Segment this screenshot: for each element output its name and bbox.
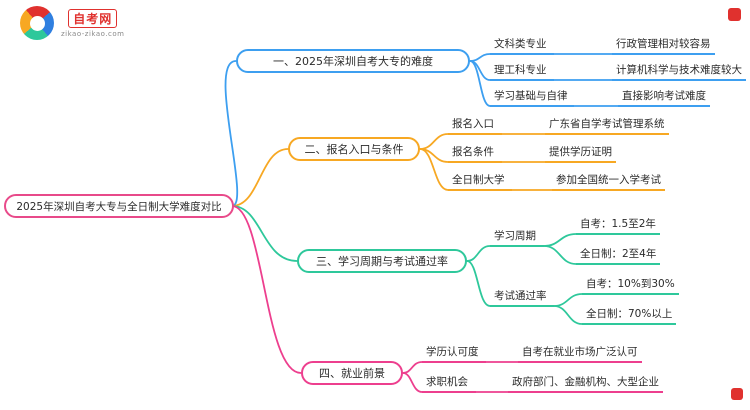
branch-2-child-1-label: 报名条件 [448,144,502,163]
branch-4-node: 四、就业前景 [301,361,403,385]
connector [231,148,289,207]
branch-1-child-2-value: 直接影响考试难度 [618,88,710,107]
branch-3-child-0-value-0: 自考：1.5至2年 [576,216,660,235]
branch-3-node: 三、学习周期与考试通过率 [297,249,467,273]
branch-4-child-0-value: 自考在就业市场广泛认可 [518,344,642,363]
branch-2-child-0-label: 报名入口 [448,116,502,135]
connector [466,245,491,262]
branch-1-child-0-value: 行政管理相对较容易 [612,36,715,55]
connector [419,148,449,191]
corner-ornament-top-right [728,8,741,21]
branch-3-child-1-label: 考试通过率 [490,288,554,307]
logo-swirl-icon [20,6,54,40]
branch-1-child-1-value: 计算机科学与技术难度较大 [612,62,746,81]
branch-1-child-1-label: 理工科专业 [490,62,554,81]
root-node: 2025年深圳自考大专与全日制大学难度对比 [4,194,234,218]
branch-2-child-0-value: 广东省自学考试管理系统 [545,116,669,135]
logo-domain: zikao-zikao.com [61,29,125,38]
connector [231,205,298,262]
branch-2-node: 二、报名入口与条件 [288,137,420,161]
branch-1-connectors [224,53,619,207]
logo: 自考网 zikao-zikao.com [20,6,124,40]
connector [224,60,239,207]
logo-title: 自考网 [68,8,118,28]
branch-3-child-0-label: 学习周期 [490,228,544,247]
branch-3-connectors [231,205,583,325]
connector [402,372,423,393]
branch-2-connectors [231,133,553,207]
connector [469,53,491,62]
branch-3-child-1-value-1: 全日制：70%以上 [582,306,677,325]
branch-1-child-0-label: 文科类专业 [490,36,554,55]
branch-1-node: 一、2025年深圳自考大专的难度 [236,49,470,73]
branch-4-connectors [231,205,519,393]
branch-2-child-2-label: 全日制大学 [448,172,512,191]
branch-3-child-1-value-0: 自考：10%到30% [582,276,679,295]
connector [543,245,577,265]
connector [553,305,583,325]
connector [553,293,583,307]
logo-icon-center [29,15,45,31]
branch-2-child-2-value: 参加全国统一入学考试 [552,172,665,191]
connector [231,205,302,374]
branch-4-child-1-value: 政府部门、金融机构、大型企业 [508,374,663,393]
branch-3-child-0-value-1: 全日制：2至4年 [576,246,661,265]
branch-1-child-2-label: 学习基础与自律 [490,88,574,107]
branch-2-child-1-value: 提供学历证明 [545,144,616,163]
connector [419,133,449,150]
connector [469,60,491,107]
connector [543,233,577,247]
connector [466,260,491,307]
branch-4-child-0-label: 学历认可度 [422,344,486,363]
corner-ornament-bottom-right [731,388,743,400]
branch-4-child-1-label: 求职机会 [422,374,476,393]
connector [402,361,423,374]
logo-text-block: 自考网 zikao-zikao.com [61,8,125,38]
